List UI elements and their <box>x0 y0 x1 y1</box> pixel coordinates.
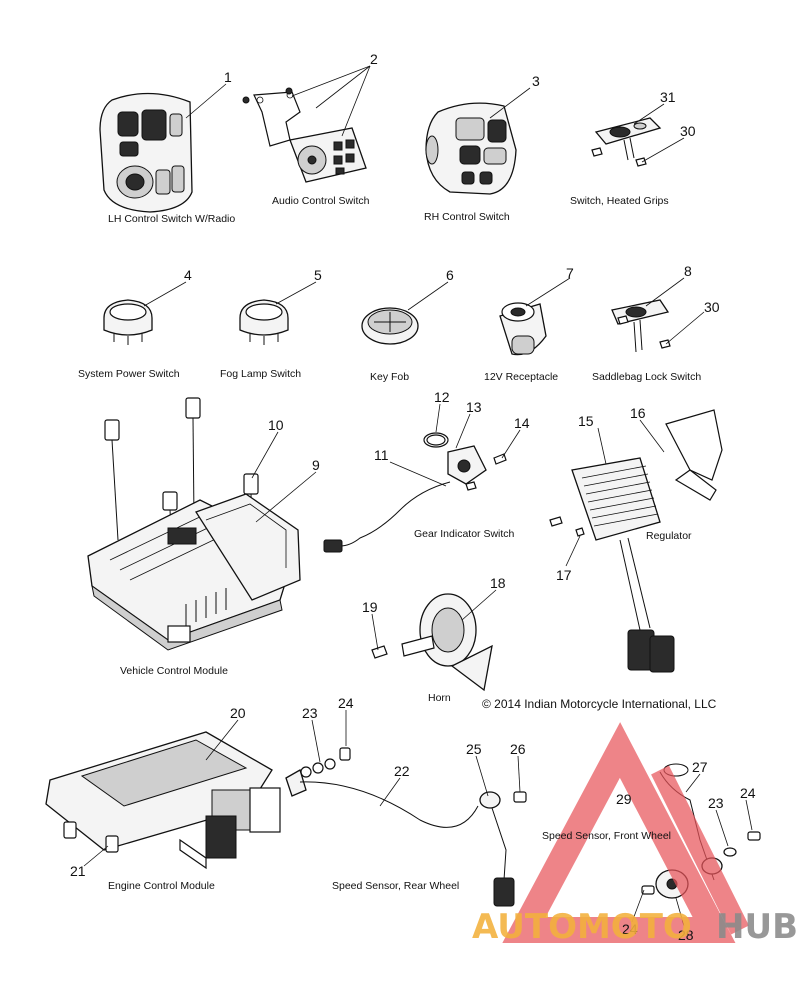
callout-6: 6 <box>446 267 454 283</box>
caption-heated-grips: Switch, Heated Grips <box>570 195 669 207</box>
callout-22: 22 <box>394 763 410 779</box>
gear-indicator-switch-drawing <box>323 432 507 553</box>
callout-17: 17 <box>556 567 572 583</box>
vehicle-control-module-drawing <box>87 397 301 651</box>
caption-speed-sensor-rear: Speed Sensor, Rear Wheel <box>332 880 459 892</box>
saddlebag-lock-switch-drawing <box>611 299 671 353</box>
rh-control-switch-drawing <box>425 102 517 195</box>
caption-gear-indicator-switch: Gear Indicator Switch <box>414 528 515 540</box>
callout-30-grips: 30 <box>680 123 696 139</box>
caption-audio-control-switch: Audio Control Switch <box>272 195 370 207</box>
caption-engine-control-module: Engine Control Module <box>108 880 215 892</box>
callout-20: 20 <box>230 705 246 721</box>
speed-sensor-rear-drawing <box>285 747 527 907</box>
leader-lines <box>83 65 753 927</box>
caption-horn: Horn <box>428 692 451 704</box>
copyright-notice: © 2014 Indian Motorcycle International, … <box>482 697 717 711</box>
heated-grips-switch-drawing <box>591 117 662 167</box>
regulator-drawing <box>549 409 723 673</box>
caption-regulator: Regulator <box>646 530 692 542</box>
caption-vehicle-control-module: Vehicle Control Module <box>120 665 228 677</box>
callout-7: 7 <box>566 265 574 281</box>
key-fob-drawing <box>361 307 419 345</box>
12v-receptacle-drawing <box>499 302 547 356</box>
callout-15: 15 <box>578 413 594 429</box>
callout-26: 26 <box>510 741 526 757</box>
callout-31: 31 <box>660 89 676 105</box>
caption-12v-receptacle: 12V Receptacle <box>484 371 558 383</box>
callout-23-rear: 23 <box>302 705 318 721</box>
callout-18: 18 <box>490 575 506 591</box>
callout-5: 5 <box>314 267 322 283</box>
audio-control-switch-drawing <box>242 87 367 183</box>
watermark-automoto: AUTOMOTO <box>472 907 692 947</box>
fog-lamp-switch-drawing <box>239 299 289 345</box>
caption-fog-lamp-switch: Fog Lamp Switch <box>220 368 301 380</box>
callout-24-front: 24 <box>740 785 756 801</box>
callout-10: 10 <box>268 417 284 433</box>
callout-3: 3 <box>532 73 540 89</box>
callout-11: 11 <box>374 447 389 463</box>
callout-23-front: 23 <box>708 795 724 811</box>
caption-key-fob: Key Fob <box>370 371 409 383</box>
lh-control-switch-drawing <box>99 92 193 213</box>
callout-1: 1 <box>224 69 232 85</box>
callout-4: 4 <box>184 267 192 283</box>
callout-12: 12 <box>434 389 450 405</box>
automotohub-watermark <box>502 722 749 943</box>
callout-8: 8 <box>684 263 692 279</box>
callout-19: 19 <box>362 599 378 615</box>
caption-rh-control-switch: RH Control Switch <box>424 211 510 223</box>
callout-28: 28 <box>678 927 694 943</box>
horn-drawing <box>371 593 493 692</box>
caption-speed-sensor-front: Speed Sensor, Front Wheel <box>542 830 671 842</box>
watermark-hub: HUB <box>716 907 798 947</box>
caption-saddlebag-lock-switch: Saddlebag Lock Switch <box>592 371 701 383</box>
callout-16: 16 <box>630 405 646 421</box>
callout-9: 9 <box>312 457 320 473</box>
engine-control-module-drawing <box>45 731 281 870</box>
callout-24-rear: 24 <box>338 695 354 711</box>
caption-lh-control-switch: LH Control Switch W/Radio <box>108 213 235 225</box>
system-power-switch-drawing <box>103 299 153 345</box>
caption-system-power-switch: System Power Switch <box>78 368 180 380</box>
callout-21: 21 <box>70 863 86 879</box>
callout-29: 29 <box>616 791 632 807</box>
callout-27: 27 <box>692 759 708 775</box>
callout-25: 25 <box>466 741 482 757</box>
callout-14: 14 <box>514 415 530 431</box>
callout-30-saddlebag: 30 <box>704 299 720 315</box>
callout-2: 2 <box>370 51 378 67</box>
callout-13: 13 <box>466 399 482 415</box>
callout-24-bottom: 24 <box>622 921 638 937</box>
